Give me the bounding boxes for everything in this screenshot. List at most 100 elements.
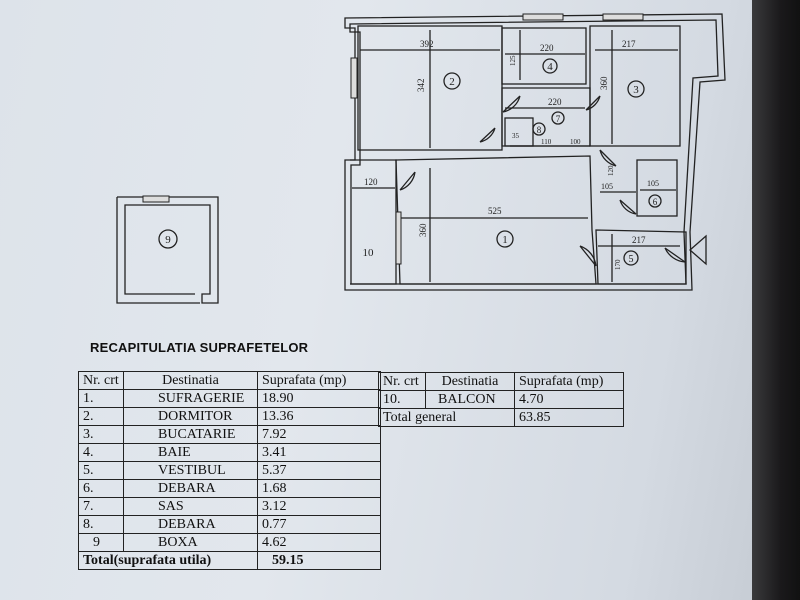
cell-area: 5.37 bbox=[257, 461, 381, 480]
room-number: 8 bbox=[537, 125, 542, 135]
cell-area: 18.90 bbox=[257, 389, 381, 408]
cell-area: 4.70 bbox=[514, 390, 624, 409]
table-header-row: Nr. crt Destinatia Suprafata (mp) bbox=[78, 371, 381, 390]
room-5-wall bbox=[595, 229, 687, 285]
cell-nr: 9 bbox=[78, 533, 124, 552]
door-swing bbox=[599, 149, 617, 167]
dim-label: 360 bbox=[599, 76, 609, 90]
cell-nr: 2. bbox=[78, 407, 124, 426]
room-number: 2 bbox=[449, 76, 455, 88]
table-row: 8. DEBARA 0.77 bbox=[78, 515, 381, 534]
cell-nr: 5. bbox=[78, 461, 124, 480]
dim-label: 170 bbox=[614, 259, 622, 270]
room-2-circle bbox=[443, 72, 461, 90]
cell-destination: SAS bbox=[123, 497, 258, 516]
room-3-wall bbox=[589, 25, 681, 147]
door-swing bbox=[619, 199, 637, 215]
header-nr: Nr. crt bbox=[78, 371, 124, 390]
cell-destination: BALCON bbox=[425, 390, 515, 409]
cell-nr: 7. bbox=[78, 497, 124, 516]
window bbox=[602, 13, 644, 21]
dim-label: 220 bbox=[548, 97, 562, 107]
general-total-label: Total general bbox=[378, 408, 515, 427]
door-swing bbox=[664, 247, 686, 263]
table-total-row: Total(suprafata utila) 59.15 bbox=[78, 551, 381, 570]
table-row: Total general 63.85 bbox=[378, 408, 624, 427]
room-8-circle bbox=[532, 122, 546, 136]
balcony-summary-table: Nr. crt Destinatia Suprafata (mp) 10. BA… bbox=[378, 372, 624, 427]
dim-label: 105 bbox=[647, 179, 659, 188]
dim-label: 217 bbox=[622, 39, 636, 49]
cell-nr: 8. bbox=[78, 515, 124, 534]
room-8-wall bbox=[504, 117, 534, 147]
header-nr: Nr. crt bbox=[378, 372, 426, 391]
table-row: 4. BAIE 3.41 bbox=[78, 443, 381, 462]
room-number: 9 bbox=[165, 234, 171, 246]
room-number: 7 bbox=[556, 114, 561, 124]
door-swing bbox=[479, 127, 496, 143]
window bbox=[142, 195, 170, 203]
dim-label: 217 bbox=[632, 235, 646, 245]
cell-area: 3.41 bbox=[257, 443, 381, 462]
room-9-wall bbox=[116, 196, 219, 304]
cell-nr: 3. bbox=[78, 425, 124, 444]
total-label: Total(suprafata utila) bbox=[78, 551, 258, 570]
area-summary-table: Nr. crt Destinatia Suprafata (mp) 1. SUF… bbox=[78, 371, 381, 570]
cell-area: 4.62 bbox=[257, 533, 381, 552]
room-1-wall bbox=[395, 155, 597, 285]
dim-label: 120 bbox=[607, 165, 615, 176]
summary-heading: RECAPITULATIA SUPRAFETELOR bbox=[90, 340, 309, 355]
window bbox=[350, 57, 358, 99]
table-row: 9 BOXA 4.62 bbox=[78, 533, 381, 552]
desk-edge bbox=[752, 0, 800, 600]
room-4-circle bbox=[542, 58, 558, 74]
cell-destination: BAIE bbox=[123, 443, 258, 462]
room-9-circle bbox=[158, 229, 178, 249]
table-row: 1. SUFRAGERIE 18.90 bbox=[78, 389, 381, 408]
outer-wall-line bbox=[344, 13, 726, 291]
cell-destination: DEBARA bbox=[123, 479, 258, 498]
cell-destination: SUFRAGERIE bbox=[123, 389, 258, 408]
room-number: 4 bbox=[547, 61, 553, 73]
door-swing bbox=[502, 95, 521, 113]
cell-destination: BOXA bbox=[123, 533, 258, 552]
room-number: 1 bbox=[502, 234, 508, 246]
door-swing bbox=[579, 245, 597, 267]
table-row: 2. DORMITOR 13.36 bbox=[78, 407, 381, 426]
room-4-wall bbox=[501, 27, 587, 85]
floor-plan: 392 342 220 125 217 360 220 35 110 100 1… bbox=[116, 13, 726, 304]
entrance-arrow bbox=[689, 234, 707, 266]
cell-area: 7.92 bbox=[257, 425, 381, 444]
dim-label: 120 bbox=[364, 177, 378, 187]
dim-label: 342 bbox=[416, 79, 426, 93]
table-row: 7. SAS 3.12 bbox=[78, 497, 381, 516]
room-7-circle bbox=[551, 111, 565, 125]
general-total-value: 63.85 bbox=[514, 408, 624, 427]
room-1-circle bbox=[496, 230, 514, 248]
cell-destination: VESTIBUL bbox=[123, 461, 258, 480]
room-6-circle bbox=[648, 194, 662, 208]
header-area: Suprafata (mp) bbox=[514, 372, 624, 391]
cell-destination: DEBARA bbox=[123, 515, 258, 534]
window bbox=[522, 13, 564, 21]
table-row: 3. BUCATARIE 7.92 bbox=[78, 425, 381, 444]
cell-nr: 6. bbox=[78, 479, 124, 498]
dim-label: 110 bbox=[541, 138, 552, 146]
dim-label: 360 bbox=[418, 223, 428, 237]
cell-area: 13.36 bbox=[257, 407, 381, 426]
cell-destination: DORMITOR bbox=[123, 407, 258, 426]
dim-label: 525 bbox=[488, 206, 502, 216]
table-row: 5. VESTIBUL 5.37 bbox=[78, 461, 381, 480]
room-number: 3 bbox=[633, 84, 639, 96]
cell-nr: 1. bbox=[78, 389, 124, 408]
window bbox=[395, 211, 402, 265]
door-swing bbox=[399, 171, 416, 191]
dim-label: 35 bbox=[512, 132, 520, 140]
cell-area: 1.68 bbox=[257, 479, 381, 498]
header-destination: Destinatia bbox=[425, 372, 515, 391]
door-swing bbox=[585, 95, 601, 111]
table-header-row: Nr. crt Destinatia Suprafata (mp) bbox=[378, 372, 624, 391]
room-number: 10 bbox=[363, 247, 375, 259]
table-row: 6. DEBARA 1.68 bbox=[78, 479, 381, 498]
cell-nr: 10. bbox=[378, 390, 426, 409]
